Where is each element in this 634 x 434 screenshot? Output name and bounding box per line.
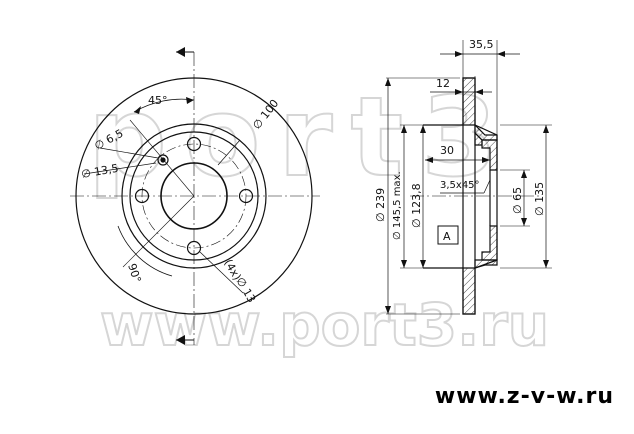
front-view [70,47,320,345]
ring-upper [462,77,476,126]
datum-box [437,225,459,245]
bolt-hole-bottom [186,240,202,256]
chamfer-label: 3,5x45° [440,180,480,191]
disc-outer [75,77,313,315]
watermark-bottom: www.port3.ru [100,291,549,359]
hat-outer [121,123,267,269]
center-bore [160,162,228,230]
angle-45-label: 45° [148,94,168,107]
outer-dia-label: ∅ 239 [374,188,387,222]
side-view [385,40,552,315]
hat-inner [129,131,259,261]
width-total-label: 35,5 [469,38,494,51]
bolt-hole-right [238,188,254,204]
hub-dia-label: ∅ 135 [533,182,546,216]
bolt-hole-label: ∅ 13,5 [80,162,119,181]
max-dia-label: ∅ 145,5 max. [392,171,403,240]
bolt-hole-top [186,136,202,152]
datum-label: A [443,230,451,243]
hat-depth-label: 30 [440,144,454,157]
angle-90-label: 90° [125,262,143,285]
locating-hole [157,154,169,166]
ring-lower [462,267,476,315]
bolt-hole-left [134,188,150,204]
center-dia-label: ∅ 65 [511,187,524,214]
watermark-top: port3 [88,73,516,201]
thickness-label: 12 [436,77,450,90]
hat-dia-label: ∅ 123,8 [410,183,423,228]
site-url[interactable]: www.z-v-w.ru [434,384,614,409]
pcd-circle [141,143,247,249]
